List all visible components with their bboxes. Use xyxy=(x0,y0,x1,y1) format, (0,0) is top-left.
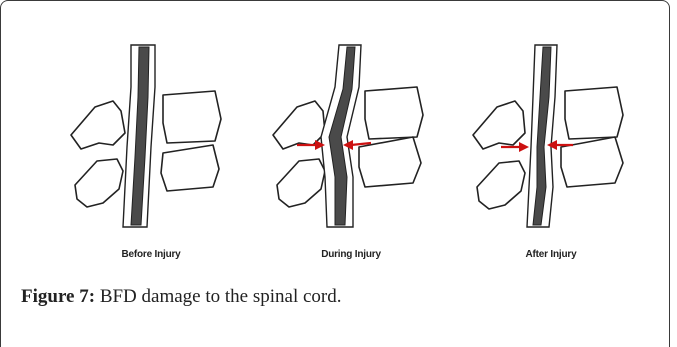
vertebra-right-upper xyxy=(565,87,623,139)
vertebra-right-upper xyxy=(163,91,221,143)
panel-before-injury: Before Injury xyxy=(51,37,251,251)
vertebra-left-upper xyxy=(71,101,125,149)
figure-caption-label: Figure 7: xyxy=(21,286,95,307)
arrow-left-head xyxy=(519,142,529,152)
spine-during-illustration xyxy=(251,37,451,251)
vertebra-right-lower xyxy=(359,137,421,187)
vertebra-left-lower xyxy=(477,161,525,209)
vertebra-left-lower xyxy=(75,159,123,207)
figure-caption-text: BFD damage to the spinal cord. xyxy=(95,286,341,307)
vertebra-left-upper xyxy=(473,101,525,149)
panel-label-before: Before Injury xyxy=(51,249,251,260)
panel-during-injury: During Injury xyxy=(251,37,451,251)
panel-label-after: After Injury xyxy=(451,249,651,260)
vertebra-right-lower xyxy=(161,145,219,191)
vertebra-right-upper xyxy=(365,87,423,139)
panel-label-during: During Injury xyxy=(251,249,451,260)
spine-before-illustration xyxy=(51,37,251,251)
spine-after-illustration xyxy=(451,37,651,251)
figure-caption: Figure 7: BFD damage to the spinal cord. xyxy=(21,286,342,308)
vertebra-left-lower xyxy=(277,159,325,207)
panel-after-injury: After Injury xyxy=(451,37,651,251)
